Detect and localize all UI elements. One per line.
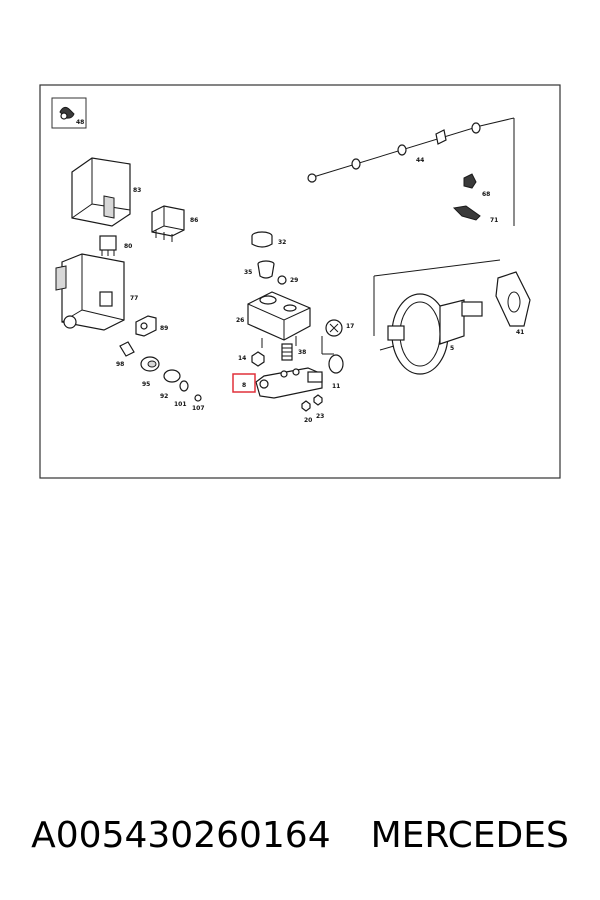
part-95: 95: [140, 356, 160, 388]
label-8: 8: [242, 382, 246, 389]
label-83: 83: [133, 187, 141, 194]
part-gasket-41: 41: [495, 271, 531, 336]
part-relay-80: 80: [99, 235, 132, 256]
part-pump-unit-77: 77: [55, 253, 138, 331]
label-92: 92: [160, 393, 168, 400]
part-92: 92: [160, 369, 181, 400]
inset-box: 48: [51, 97, 87, 129]
label-35: 35: [244, 269, 252, 276]
part-38: 38: [281, 343, 306, 361]
label-71: 71: [490, 217, 498, 224]
part-clip-71: 71: [452, 205, 498, 224]
label-20: 20: [304, 417, 312, 424]
part-cable-44: 44: [307, 117, 515, 183]
part-bracket-89: 89: [135, 315, 168, 337]
part-seal-17: 17: [321, 319, 354, 355]
label-44: 44: [416, 157, 424, 164]
label-14: 14: [238, 355, 246, 362]
part-35: 35: [244, 260, 275, 279]
part-clip-68: 68: [463, 173, 490, 198]
parts-diagram: 48 83 86 80 77 89 98: [39, 84, 561, 479]
label-5: 5: [450, 345, 454, 352]
label-11: 11: [332, 383, 340, 390]
label-98: 98: [116, 361, 124, 368]
label-32: 32: [278, 239, 286, 246]
label-29: 29: [290, 277, 298, 284]
label-77: 77: [130, 295, 138, 302]
label-26: 26: [236, 317, 244, 324]
diagram-frame: [39, 84, 561, 479]
label-86: 86: [190, 217, 198, 224]
part-cap-32: 32: [251, 231, 286, 248]
caption: A005430260164 MERCEDES: [0, 805, 600, 865]
label-23: 23: [316, 413, 324, 420]
part-number: A005430260164: [31, 814, 331, 856]
part-107: 107: [192, 394, 205, 412]
highlight-box: [232, 373, 256, 393]
label-80: 80: [124, 243, 132, 250]
part-cover-83: 83: [71, 157, 141, 227]
part-98: 98: [116, 341, 135, 368]
label-107: 107: [192, 405, 205, 412]
part-relay-86: 86: [151, 205, 198, 242]
part-14: 14: [238, 351, 265, 367]
leader-booster: [373, 259, 501, 336]
part-29: 29: [277, 275, 298, 285]
part-brake-booster-5: 5: [379, 293, 483, 375]
label-95: 95: [142, 381, 150, 388]
inset-label: 48: [76, 119, 84, 126]
label-89: 89: [160, 325, 168, 332]
label-41: 41: [516, 329, 524, 336]
label-38: 38: [298, 349, 306, 356]
label-17: 17: [346, 323, 354, 330]
part-reservoir-26: 26: [236, 291, 311, 348]
part-master-cylinder-8: 8: [232, 367, 323, 399]
label-68: 68: [482, 191, 490, 198]
label-101: 101: [174, 401, 187, 408]
brand-name: MERCEDES: [370, 814, 569, 856]
part-101: 101: [174, 380, 189, 408]
part-nuts-20-23: 20 23: [301, 394, 324, 424]
part-oring-11: 11: [328, 354, 344, 390]
